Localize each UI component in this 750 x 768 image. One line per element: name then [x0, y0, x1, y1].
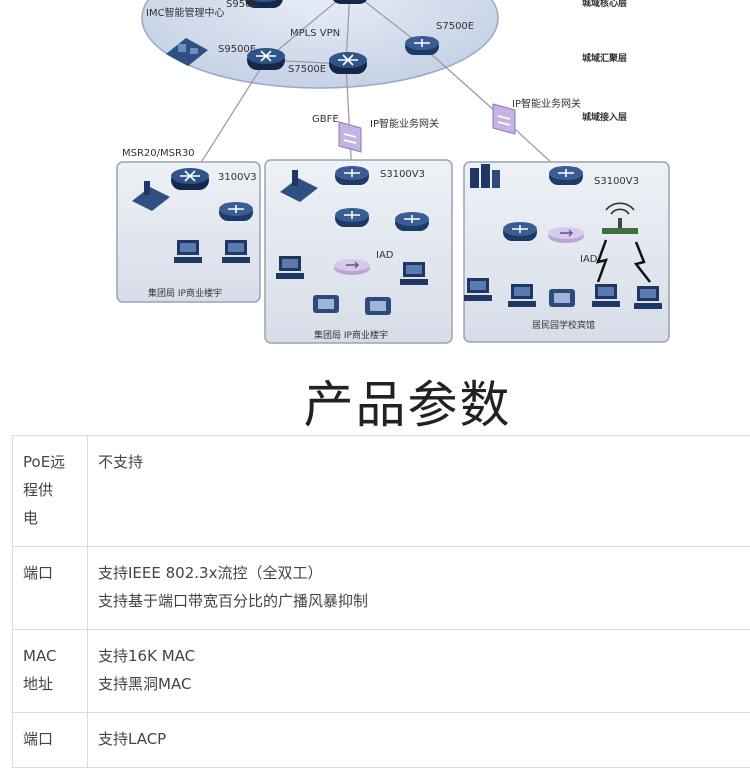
pc-icon — [222, 240, 250, 263]
param-value: 不支持 — [88, 436, 750, 547]
param-label-line: 端口 — [23, 559, 79, 587]
param-label: MAC 地址 — [13, 630, 88, 713]
site-caption-1: 集团局 IP商业楼宇 — [148, 287, 222, 299]
param-value-line: 不支持 — [98, 448, 746, 476]
msr-router-icon — [171, 168, 209, 190]
s3100-label-2: S3100V3 — [380, 169, 425, 180]
table-row: PoE远 程供 电 不支持 — [13, 436, 750, 547]
pc-icon — [508, 284, 536, 307]
s3100-label-3: S3100V3 — [594, 176, 639, 187]
iad-icon — [548, 227, 584, 243]
pc-icon — [400, 262, 428, 285]
msr-label: MSR20/MSR30 — [122, 148, 195, 159]
param-value-line: 支持基于端口带宽百分比的广播风暴抑制 — [98, 587, 746, 615]
param-value-line: 支持IEEE 802.3x流控（全双工） — [98, 559, 746, 587]
param-label: PoE远 程供 电 — [13, 436, 88, 547]
site-caption-2: 集团局 IP商业楼宇 — [314, 329, 388, 341]
network-topology-diagram: IMC智能管理中心 S9500 MPLS VPN S9500E S7500E S… — [0, 0, 750, 355]
param-label-line: 端口 — [23, 725, 79, 753]
site-caption-3: 居民园学校宾馆 — [532, 319, 595, 331]
param-value-line: 支持黑洞MAC — [98, 670, 746, 698]
mpls-vpn-label: MPLS VPN — [290, 28, 340, 39]
switch-icon — [503, 222, 537, 241]
pc-icon — [464, 278, 492, 301]
pc-icon — [634, 286, 662, 309]
param-value: 支持LACP — [88, 713, 750, 768]
table-row: 端口 支持IEEE 802.3x流控（全双工） 支持基于端口带宽百分比的广播风暴… — [13, 547, 750, 630]
layer-access-label: 城域接入层 — [582, 111, 627, 123]
table-row: MAC 地址 支持16K MAC 支持黑洞MAC — [13, 630, 750, 713]
gbfe-label: GBFE — [312, 114, 339, 125]
switch-icon — [219, 202, 253, 221]
pc-icon — [592, 284, 620, 307]
layer-core-label: 城域核心层 — [582, 0, 627, 9]
param-label-line: 地址 — [23, 670, 79, 698]
param-label-line: MAC — [23, 642, 79, 670]
ip-gateway-label-2: IP智能业务网关 — [512, 97, 581, 110]
s7500e-mid-label: S7500E — [288, 64, 326, 75]
iad-label-2: IAD — [580, 254, 598, 265]
param-label: 端口 — [13, 547, 88, 630]
site-box-3 — [464, 162, 669, 342]
s3100-switch-icon — [335, 166, 369, 185]
s3100-switch-icon — [549, 166, 583, 185]
pc-icon — [174, 240, 202, 263]
ip-gateway-icon — [339, 122, 361, 152]
ip-phone-icon — [313, 295, 339, 313]
s3100-label-1: 3100V3 — [218, 172, 257, 183]
layer-aggregation-label: 城域汇聚层 — [582, 52, 627, 64]
s9500e-label: S9500E — [218, 44, 256, 55]
param-label-line: 电 — [23, 504, 79, 532]
section-title: 产品参数 — [0, 365, 750, 437]
product-params-table: PoE远 程供 电 不支持 端口 支持IEEE 802.3x流控（全双工） 支持… — [12, 435, 750, 768]
iad-label-1: IAD — [376, 250, 394, 261]
param-value: 支持IEEE 802.3x流控（全双工） 支持基于端口带宽百分比的广播风暴抑制 — [88, 547, 750, 630]
imc-label: IMC智能管理中心 — [146, 6, 225, 19]
switch-icon — [395, 212, 429, 231]
ip-gateway-label-1: IP智能业务网关 — [370, 117, 439, 130]
s7500e-router-icon — [329, 52, 367, 74]
param-value-line: 支持LACP — [98, 725, 746, 753]
s7500e-right-switch-icon — [405, 36, 439, 55]
ip-phone-icon — [549, 289, 575, 307]
param-label: 端口 — [13, 713, 88, 768]
s7500e-right-label: S7500E — [436, 21, 474, 32]
s9500-label: S9500 — [226, 0, 258, 10]
param-value-line: 支持16K MAC — [98, 642, 746, 670]
iad-icon — [334, 259, 370, 275]
param-label-line: 程供 — [23, 476, 79, 504]
param-label-line: PoE远 — [23, 448, 79, 476]
pc-icon — [276, 256, 304, 279]
switch-icon — [335, 208, 369, 227]
param-value: 支持16K MAC 支持黑洞MAC — [88, 630, 750, 713]
ip-phone-icon — [365, 297, 391, 315]
table-row: 端口 支持LACP — [13, 713, 750, 768]
